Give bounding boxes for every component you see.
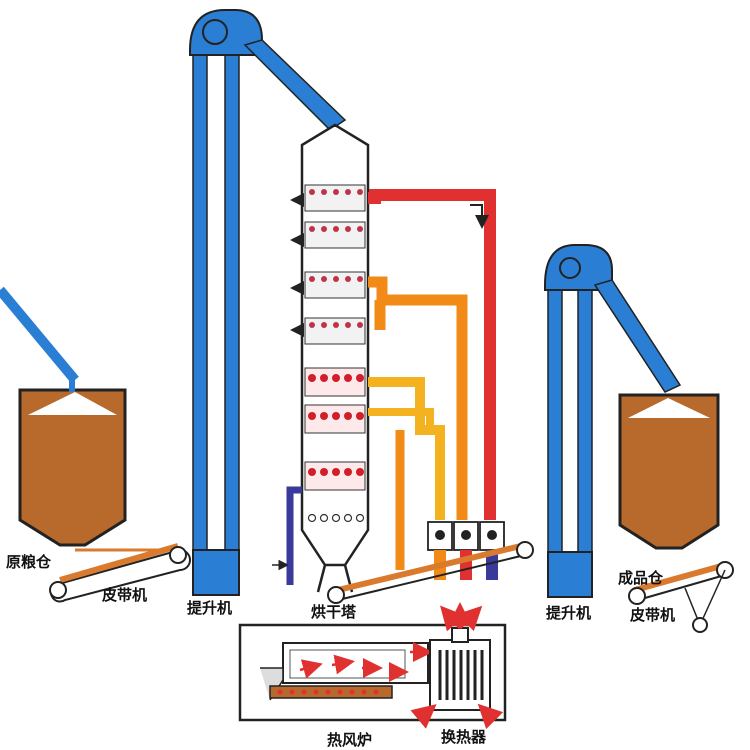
label-product-bin: 成品仓 xyxy=(618,569,664,587)
product-bin xyxy=(618,393,720,550)
label-belt-left: 皮带机 xyxy=(102,586,147,604)
label-elevator-left: 提升机 xyxy=(187,599,232,617)
furnace-assembly xyxy=(238,602,507,730)
discharge-chute-right xyxy=(593,279,682,393)
pulley-icon xyxy=(628,587,646,605)
fire-grate xyxy=(269,685,393,699)
exhaust-arrows xyxy=(290,193,304,337)
belt-conveyor-right xyxy=(628,561,734,633)
blower-units xyxy=(427,521,505,580)
pulley-icon xyxy=(327,586,345,604)
product-bin-body xyxy=(618,393,720,550)
label-heat-exchanger: 换热器 xyxy=(441,728,487,746)
label-belt-right: 皮带机 xyxy=(630,606,675,624)
duct-red xyxy=(368,189,496,520)
pulley-icon xyxy=(49,581,67,599)
label-elevator-right: 提升机 xyxy=(546,604,591,622)
raw-bin-body xyxy=(18,388,127,547)
bucket-elevator-left xyxy=(189,9,347,596)
discharge-chute-left xyxy=(243,39,347,131)
hot-air-ducts xyxy=(272,189,496,585)
middle-drying-section xyxy=(304,367,366,434)
cooling-section xyxy=(304,461,366,523)
pulley-icon xyxy=(692,617,708,633)
upper-drying-section xyxy=(304,184,366,345)
duct-cooling xyxy=(286,486,302,585)
raw-grain-bin xyxy=(0,286,127,547)
bucket-elevator-right xyxy=(544,244,682,598)
elevator-boot-right xyxy=(547,551,593,598)
dryer-tower xyxy=(290,123,370,593)
belt-conveyor-center xyxy=(327,541,534,604)
pulley-icon xyxy=(516,541,534,559)
elevator-boot-left xyxy=(192,549,240,596)
label-dryer-tower: 烘干塔 xyxy=(311,603,357,621)
duct-yellow xyxy=(368,377,445,520)
label-raw-bin: 原粮仓 xyxy=(6,553,52,571)
hot-air-outlet-arrows xyxy=(410,602,504,730)
head-pulley-icon xyxy=(202,19,228,45)
label-hot-air-furnace: 热风炉 xyxy=(327,731,372,749)
belt-conveyor-left xyxy=(49,543,191,603)
flame-flow-arrows xyxy=(299,642,433,682)
feed-chute-left xyxy=(0,286,79,384)
pulley-icon xyxy=(169,546,187,564)
exchanger-fins xyxy=(438,650,484,700)
head-pulley-icon xyxy=(559,257,581,279)
